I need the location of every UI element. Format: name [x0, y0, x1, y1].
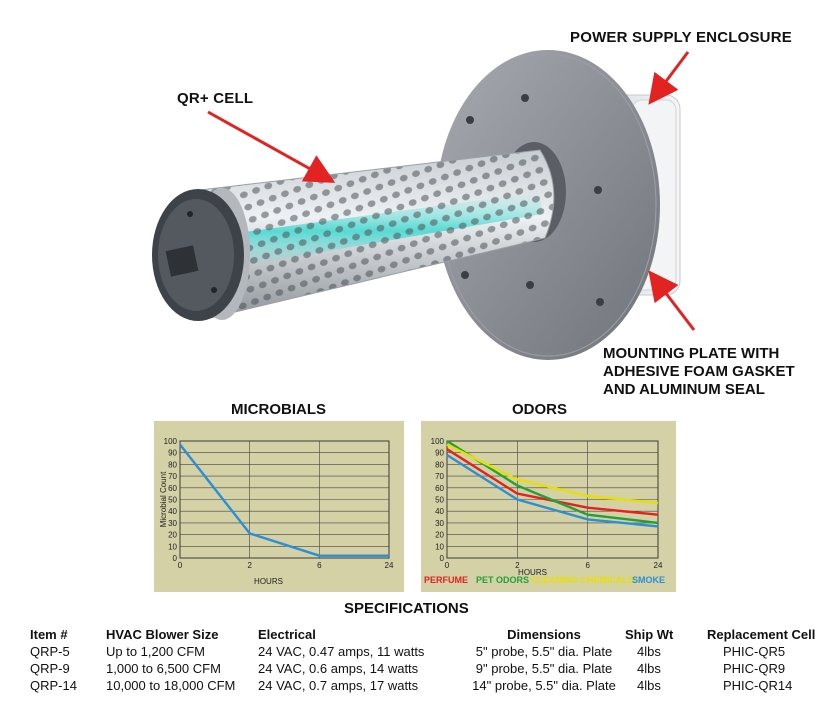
product-illustration [152, 50, 696, 360]
cell-ship-wt: 4lbs [637, 644, 661, 659]
header-item: Item # [30, 627, 68, 642]
y-tick-label: 40 [168, 507, 177, 516]
cell-item: QRP-9 [30, 661, 70, 676]
x-tick-label: 6 [585, 561, 590, 570]
x-tick-label: 24 [654, 561, 663, 570]
power-supply-arrow [648, 51, 690, 105]
mounting-plate-label-line3: AND ALUMINUM SEAL [603, 381, 765, 398]
x-tick-label: 2 [515, 561, 520, 570]
x-tick-label: 24 [385, 561, 394, 570]
x-tick-label: 0 [445, 561, 450, 570]
cell-electrical: 24 VAC, 0.7 amps, 17 watts [258, 678, 419, 693]
y-tick-label: 30 [168, 519, 177, 528]
y-tick-label: 20 [435, 531, 444, 540]
cell-hvac: 10,000 to 18,000 CFM [106, 678, 236, 693]
cell-replacement: PHIC-QR9 [723, 661, 786, 676]
series-line-cleaning-chemicals [446, 443, 659, 505]
microbials-chart-title: MICROBIALS [231, 401, 326, 418]
mounting-plate-label-line2: ADHESIVE FOAM GASKET [603, 363, 795, 380]
y-tick-label: 20 [168, 531, 177, 540]
y-tick-label: 70 [435, 472, 444, 481]
y-tick-label: 50 [435, 496, 444, 505]
odors-chart-title: ODORS [512, 401, 568, 418]
y-tick-label: 0 [440, 554, 445, 563]
cell-item: QRP-5 [30, 644, 70, 659]
x-tick-label: 6 [317, 561, 322, 570]
mounting-plate-label-line1: MOUNTING PLATE WITH [603, 345, 780, 362]
qr-cell-label: QR+ CELL [177, 90, 254, 107]
y-tick-label: 60 [168, 484, 177, 493]
y-tick-label: 100 [164, 437, 178, 446]
specifications-title: SPECIFICATIONS [344, 600, 469, 617]
cell-electrical: 24 VAC, 0.47 amps, 11 watts [258, 644, 425, 659]
legend-item: SMOKE [632, 575, 665, 585]
y-tick-label: 0 [173, 554, 178, 563]
header-hvac-blower-size: HVAC Blower Size [106, 627, 219, 642]
y-tick-label: 70 [168, 472, 177, 481]
cell-dimensions: 14" probe, 5.5" dia. Plate [472, 678, 616, 693]
y-tick-label: 60 [435, 484, 444, 493]
legend-item: PERFUME [424, 575, 468, 585]
header-electrical: Electrical [258, 627, 316, 642]
y-tick-label: 90 [168, 449, 177, 458]
table-row: QRP-9 1,000 to 6,500 CFM 24 VAC, 0.6 amp… [30, 660, 821, 677]
cell-ship-wt: 4lbs [637, 678, 661, 693]
legend-item: CLEANING CHEMICALS [531, 575, 634, 585]
y-tick-label: 100 [431, 437, 445, 446]
spec-header-row: Item # HVAC Blower Size Electrical Dimen… [30, 627, 821, 643]
cell-hvac: 1,000 to 6,500 CFM [106, 661, 221, 676]
x-axis-label: HOURS [518, 568, 547, 577]
x-tick-label: 2 [247, 561, 252, 570]
table-row: QRP-14 10,000 to 18,000 CFM 24 VAC, 0.7 … [30, 677, 821, 694]
qr-cell-tube [199, 149, 555, 319]
y-tick-label: 30 [435, 519, 444, 528]
series-line-0 [179, 443, 389, 557]
header-ship-wt: Ship Wt [625, 627, 674, 642]
series-line-smoke [446, 453, 659, 528]
y-tick-label: 40 [435, 507, 444, 516]
y-axis-label: Microbial Count [159, 471, 168, 527]
table-row: QRP-5 Up to 1,200 CFM 24 VAC, 0.47 amps,… [30, 643, 821, 660]
y-tick-label: 10 [168, 542, 177, 551]
specifications-table: Item # HVAC Blower Size Electrical Dimen… [30, 627, 821, 694]
y-tick-label: 80 [168, 460, 177, 469]
cell-replacement: PHIC-QR5 [723, 644, 786, 659]
legend-item: PET ODORS [476, 575, 529, 585]
cell-dimensions: 5" probe, 5.5" dia. Plate [475, 644, 613, 659]
y-tick-label: 80 [435, 460, 444, 469]
cell-item: QRP-14 [30, 678, 77, 693]
header-dimensions: Dimensions [507, 627, 581, 642]
y-tick-label: 50 [168, 496, 177, 505]
y-tick-label: 10 [435, 542, 444, 551]
cell-hvac: Up to 1,200 CFM [106, 644, 205, 659]
cell-electrical: 24 VAC, 0.6 amps, 14 watts [258, 661, 419, 676]
cell-replacement: PHIC-QR14 [723, 678, 793, 693]
x-axis-label: HOURS [254, 577, 283, 586]
x-tick-label: 0 [178, 561, 183, 570]
mounting-plate-label: MOUNTING PLATE WITH ADHESIVE FOAM GASKET… [603, 345, 795, 399]
cell-ship-wt: 4lbs [637, 661, 661, 676]
power-supply-label: POWER SUPPLY ENCLOSURE [570, 29, 792, 46]
cell-dimensions: 9" probe, 5.5" dia. Plate [475, 661, 613, 676]
y-tick-label: 90 [435, 449, 444, 458]
header-replacement-cell: Replacement Cell [707, 627, 816, 642]
mounting-plate-arrow [648, 270, 696, 331]
tube-end-cap [152, 188, 250, 321]
qr-cell-arrow [207, 110, 336, 183]
